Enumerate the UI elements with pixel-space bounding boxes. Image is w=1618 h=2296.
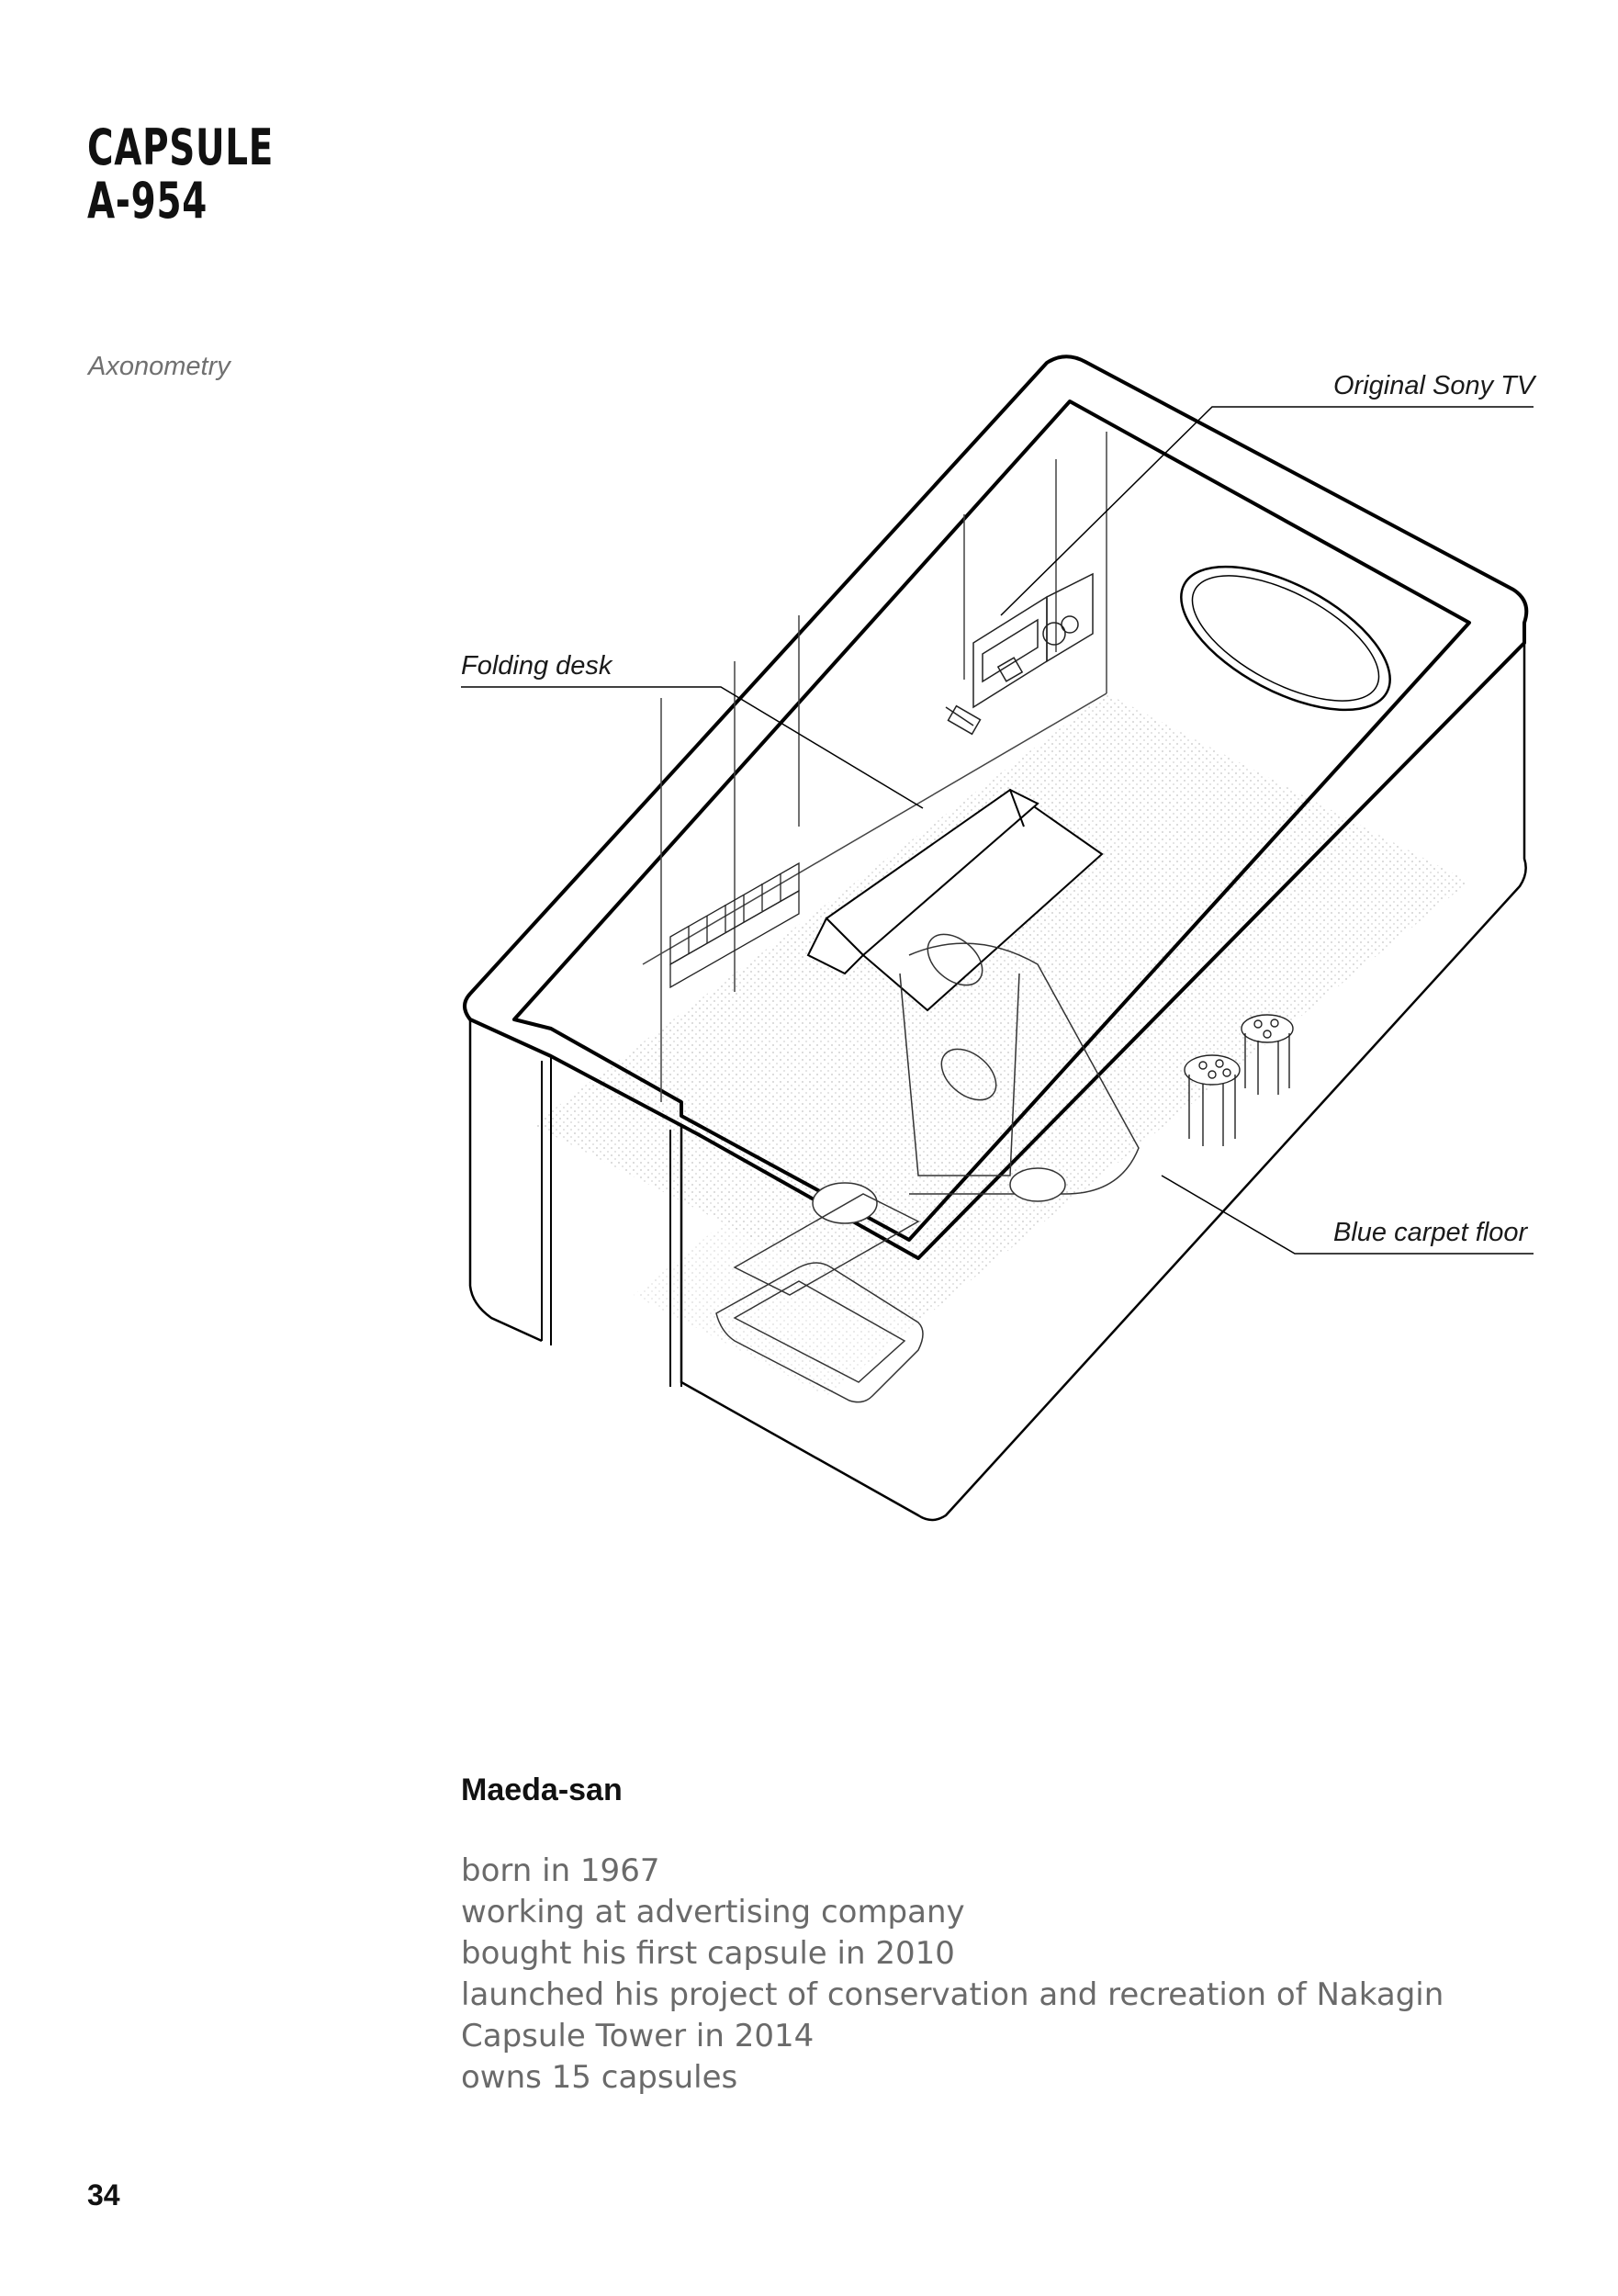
porthole-window-outer — [1180, 565, 1391, 712]
bio-line: born in 1967 — [461, 1852, 660, 1889]
bio-line: owns 15 capsules — [461, 2059, 738, 2096]
carpet-floor-lower — [634, 1221, 918, 1396]
callout-sony-tv: Original Sony TV — [1333, 371, 1535, 400]
callout-blue-carpet: Blue carpet floor — [1333, 1218, 1528, 1247]
stools — [1184, 1014, 1294, 1146]
drawing-subtitle: Axonometry — [88, 352, 230, 381]
leader-line-sony-tv — [1000, 406, 1534, 616]
porthole-window-inner — [1191, 575, 1380, 702]
back-wall-cabinetry — [642, 432, 1107, 1102]
leader-line-folding-desk — [461, 686, 924, 809]
bio-line: Capsule Tower in 2014 — [461, 2018, 815, 2054]
title-line-2: A-954 — [87, 172, 208, 230]
bio-line: bought his first capsule in 2010 — [461, 1935, 955, 1972]
callout-folding-desk: Folding desk — [461, 651, 612, 681]
owner-name: Maeda-san — [461, 1773, 623, 1807]
wall-shelves-grid — [669, 861, 800, 989]
shell-left-wall — [468, 1019, 543, 1343]
bathroom-unit — [715, 933, 1140, 1403]
leader-line-blue-carpet — [1161, 1175, 1534, 1255]
bio-line: working at advertising company — [461, 1894, 965, 1930]
page-title: CAPSULE A-954 — [87, 121, 274, 228]
shell-inner-rim — [512, 400, 1471, 1242]
folding-desk — [806, 788, 1104, 1012]
capsule-axonometry-drawing — [461, 355, 1534, 1522]
page-number: 34 — [87, 2178, 120, 2212]
owner-bio: born in 1967 working at advertising comp… — [461, 1851, 1444, 2099]
carpet-floor — [533, 693, 1469, 1322]
shell-top-rim — [463, 355, 1529, 1260]
title-line-1: CAPSULE — [87, 118, 275, 176]
shell-front-wall — [680, 643, 1527, 1522]
sony-tv-unit — [945, 572, 1094, 736]
bio-line: launched his project of conservation and… — [461, 1976, 1444, 2013]
